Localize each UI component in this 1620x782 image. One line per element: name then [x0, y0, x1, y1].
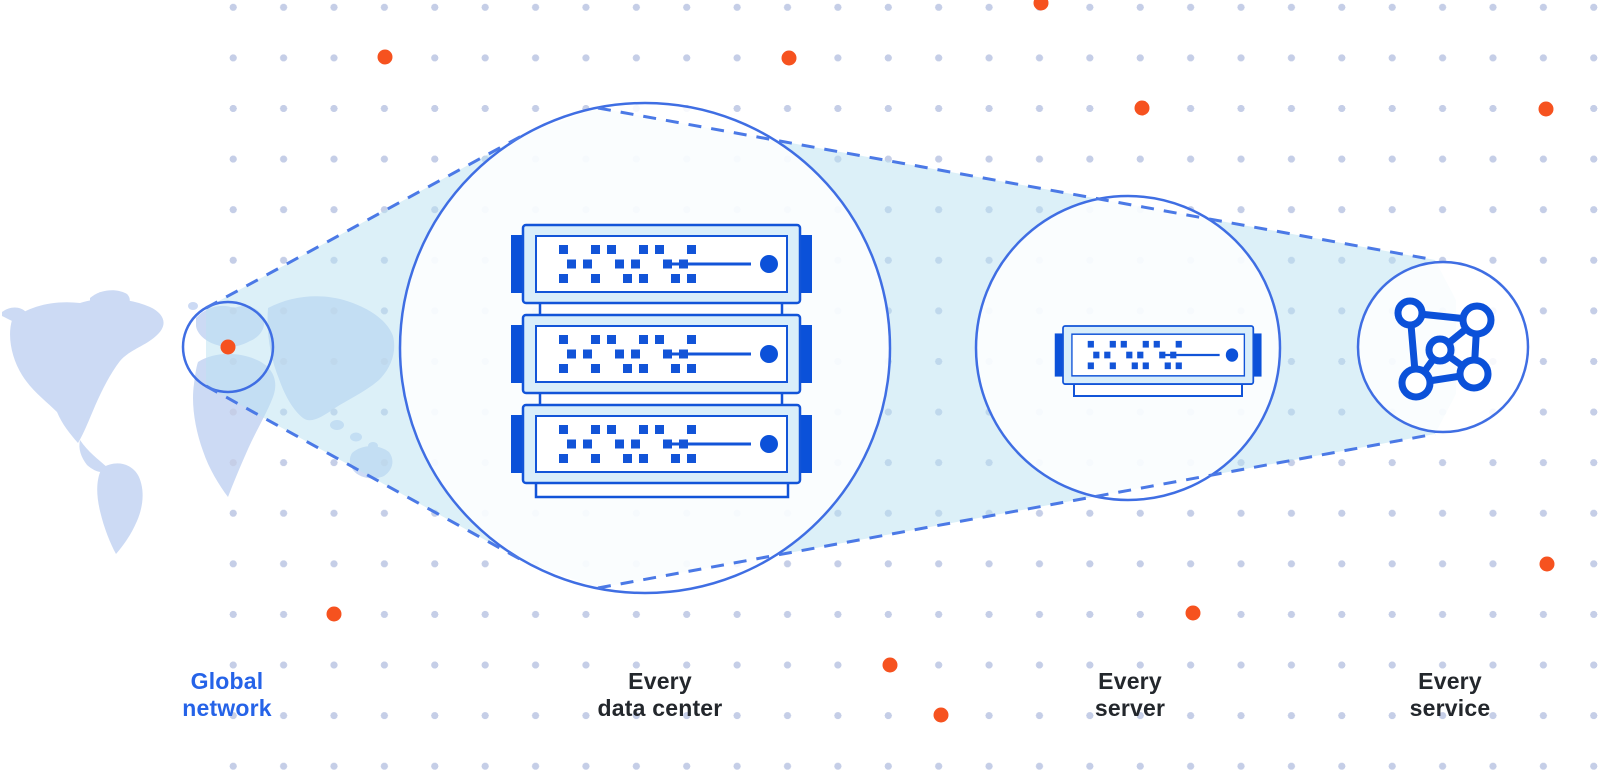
- label-every-data-center: Every data center: [540, 668, 780, 722]
- accent-dot: [1134, 100, 1150, 116]
- server-unit: [509, 403, 814, 485]
- label-line: Global: [190, 668, 264, 694]
- continent-central-america: [79, 440, 108, 472]
- label-line: Every: [1098, 668, 1162, 694]
- accent-dot: [377, 49, 393, 65]
- island-uk: [188, 302, 198, 310]
- globe-focus-circle: [181, 300, 275, 394]
- label-line: Every: [1418, 668, 1482, 694]
- label-line: Every: [628, 668, 692, 694]
- accent-dot: [882, 657, 898, 673]
- accent-dot: [1539, 556, 1555, 572]
- server-unit: [509, 223, 814, 305]
- accent-dot: [933, 707, 949, 723]
- location-marker-dot: [220, 339, 236, 355]
- server-rack-icon: [509, 223, 814, 499]
- label-line: server: [1094, 695, 1166, 721]
- accent-dot: [1033, 0, 1049, 11]
- beam-dashed-edges: [205, 106, 1436, 590]
- mesh-network-icon: [1394, 297, 1495, 401]
- label-global-network: Global network: [107, 668, 347, 722]
- label-line: network: [182, 695, 272, 721]
- server-unit: [509, 313, 814, 395]
- accent-dot: [1185, 605, 1201, 621]
- accent-dot: [1538, 101, 1554, 117]
- continent-alaska: [2, 307, 26, 324]
- label-every-service: Every service: [1330, 668, 1570, 722]
- accent-dot: [326, 606, 342, 622]
- label-every-server: Every server: [1010, 668, 1250, 722]
- label-line: data center: [597, 695, 723, 721]
- continent-south-america: [97, 463, 143, 554]
- accent-dot: [781, 50, 797, 66]
- continent-north-america: [10, 298, 164, 443]
- server-icon: [1053, 324, 1263, 397]
- label-line: service: [1409, 695, 1491, 721]
